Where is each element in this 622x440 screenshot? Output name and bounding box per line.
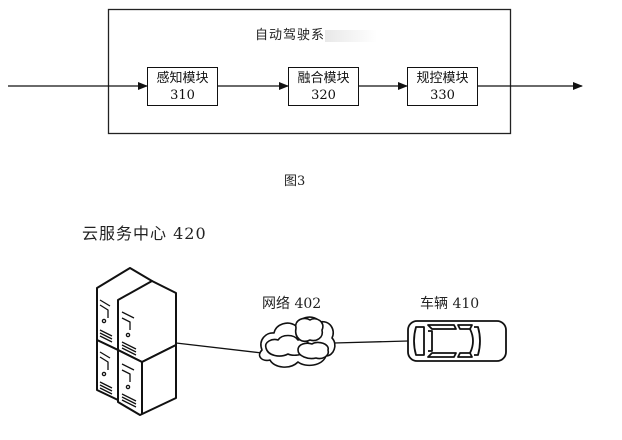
system-title-text: 自动驾驶系	[255, 28, 326, 43]
faded-text-smudge	[325, 29, 378, 42]
module-box-perception: 感知模块 310	[147, 67, 218, 106]
network-label: 网络 402	[262, 296, 322, 312]
module-name: 融合模块	[297, 71, 350, 86]
system-title: 自动驾驶系	[255, 24, 378, 43]
cloud-service-center-label: 云服务中心 420	[82, 224, 207, 243]
vehicle-label: 车辆 410	[420, 296, 480, 312]
module-box-planning-control: 规控模块 330	[407, 67, 478, 106]
module-name: 感知模块	[156, 71, 209, 86]
figure-caption: 图3	[284, 174, 306, 189]
system-box	[107, 8, 512, 135]
module-id: 320	[311, 88, 336, 103]
module-name: 规控模块	[416, 71, 469, 86]
link-network-vehicle	[333, 340, 409, 344]
car-top-view-icon	[407, 320, 507, 362]
module-id: 310	[170, 88, 195, 103]
module-box-fusion: 融合模块 320	[288, 67, 359, 106]
cloud-icon	[258, 316, 336, 368]
server-stack-icon	[96, 267, 177, 416]
link-server-network	[175, 342, 263, 354]
module-id: 330	[430, 88, 455, 103]
